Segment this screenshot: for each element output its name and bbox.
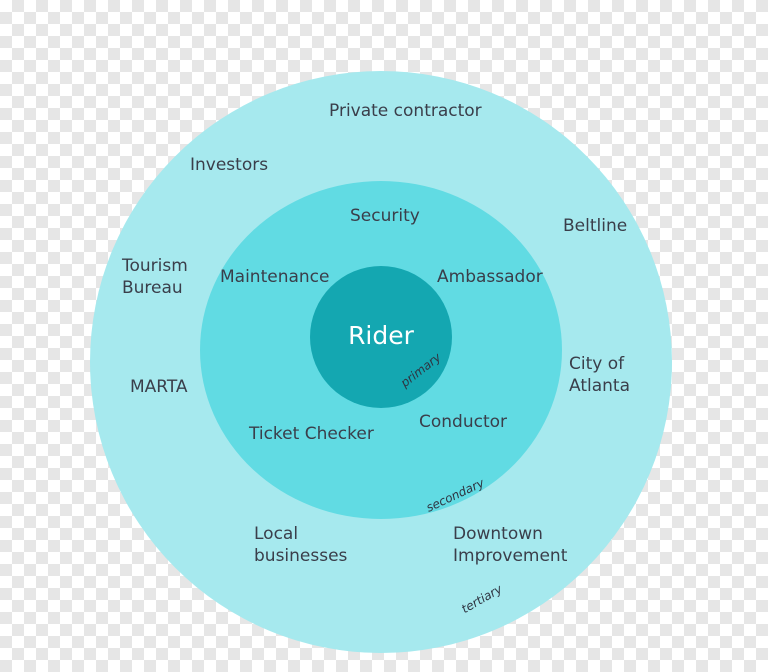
primary-ring — [310, 266, 452, 408]
private-contractor-label: Private contractor — [329, 101, 482, 121]
city-of-atlanta-label: City of Atlanta — [569, 354, 630, 396]
ambassador-label: Ambassador — [437, 267, 543, 287]
rider-label: Rider — [348, 321, 414, 350]
downtown-improvement-label: Downtown Improvement — [453, 524, 568, 566]
marta-label: MARTA — [130, 377, 188, 397]
maintenance-label: Maintenance — [220, 267, 330, 287]
conductor-label: Conductor — [419, 412, 508, 432]
ticket-checker-label: Ticket Checker — [249, 424, 374, 444]
tourism-bureau-label: Tourism Bureau — [122, 256, 188, 298]
security-label: Security — [350, 206, 420, 226]
beltline-label: Beltline — [563, 216, 628, 236]
investors-label: Investors — [190, 155, 269, 175]
local-businesses-label: Local businesses — [254, 524, 348, 566]
